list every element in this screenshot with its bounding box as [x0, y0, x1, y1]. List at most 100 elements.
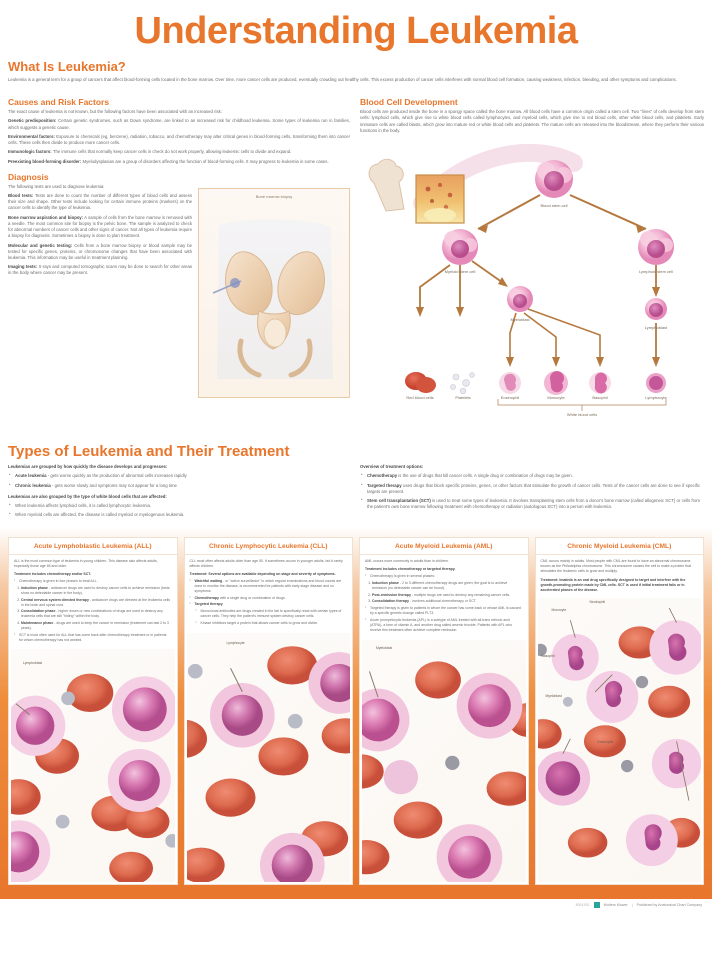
panel-all-step: Consolidation phase - higher doses or ne… — [21, 609, 172, 619]
treatment-item: Chemotherapy is the use of drugs that ki… — [360, 472, 700, 479]
label-red-blood-cells: Red blood cells — [406, 395, 434, 401]
panel-cml-treat-lead: Treatment: Imatinib is an oral drug spec… — [540, 578, 686, 593]
femur-bone — [368, 158, 405, 212]
types-section: Types of Leukemia and Their Treatment Le… — [0, 437, 712, 521]
panel-all-title: Acute Lymphoblastic Leukemia (ALL) — [9, 538, 177, 556]
right-column: Blood Cell Development Blood cells are p… — [360, 90, 704, 437]
panel-aml-micrograph: Myeloblast — [362, 639, 526, 883]
panel-cll: Chronic Lymphocytic Leukemia (CLL) CLL m… — [183, 537, 353, 886]
label-blood-stem-cell: Blood stem cell — [540, 203, 568, 209]
myeloid-stem-cell-icon — [442, 229, 478, 266]
panel-all-intro: ALL is the most common type of leukemia … — [14, 559, 158, 569]
rbc-group — [537, 626, 700, 858]
label-myeloid-stem-cell: Myeloid stem cell — [444, 269, 476, 275]
label-basophil: Basophil — [592, 395, 608, 401]
diagnosis-item: Molecular and genetic testing: Cells fro… — [8, 243, 350, 262]
causes-heading: Causes and Risk Factors — [8, 97, 110, 108]
intro-text: Leukemia is a general term for a group o… — [8, 77, 677, 82]
diagnosis-item-term: Bone marrow aspiration and biopsy: — [8, 214, 84, 220]
types-heading: Types of Leukemia and Their Treatment — [8, 443, 290, 461]
panel-all-body: ALL is the most common type of leukemia … — [9, 555, 177, 646]
panel-aml-tail-bullet: Targeted therapy is given to patients in… — [365, 605, 523, 616]
treatment-lead: Overview of treatment options: — [360, 464, 424, 470]
cll-micrograph-svg — [186, 645, 350, 883]
platelet-group — [55, 691, 175, 849]
monocyte-icon — [544, 371, 568, 396]
cml-micrograph-svg — [537, 607, 701, 867]
blood-development-heading: Blood Cell Development — [360, 97, 458, 108]
causes-item: Genetic predisposition: Certain genetic … — [8, 118, 350, 130]
lymphocyte-icon — [646, 373, 666, 394]
causes-item: Preexisting blood-forming disorder: Myel… — [8, 159, 350, 165]
panel-cll-subbullet: Monoclonal antibodies are drugs created … — [196, 608, 348, 619]
causes-item-text: Certain genetic syndromes, such as Down … — [8, 118, 350, 130]
diagnosis-item-term: Blood tests: — [8, 192, 34, 198]
lymphoblast-icon — [645, 298, 667, 321]
micro-label-eosinophil: Eosinophil — [597, 740, 614, 745]
micro-label-lymphoblast: Lymphoblast — [23, 661, 43, 666]
panel-aml-title: Acute Myeloid Leukemia (AML) — [360, 538, 528, 556]
lymphocyte-group — [209, 651, 350, 883]
platelet-group — [445, 755, 460, 770]
panel-cll-intro: CLL most often affects adults older than… — [189, 559, 343, 569]
panel-cml: Chronic Myeloid Leukemia (CML) CML occur… — [534, 537, 704, 886]
panel-aml-step: Post-remission therapy - multiple drugs … — [372, 593, 523, 598]
diagnosis-item-text: X-rays and computed tomographic scans ma… — [8, 264, 192, 276]
panel-cml-intro: CML occurs mainly in adults. Most people… — [540, 559, 692, 574]
panel-cll-bullet: Watchful waiting - or "active surveillan… — [190, 578, 348, 594]
label-platelets: Platelets — [455, 395, 471, 401]
panel-aml-bullet: Chemotherapy is given in several phases: — [365, 573, 523, 579]
panel-all-step: Induction phase - anticancer drugs are u… — [21, 586, 172, 596]
grouping-item-text: When leukemia affects lymphoid cells, it… — [15, 502, 152, 508]
blood-cell-development-diagram: Blood stem cell Myeloid stem cell Lympho… — [360, 137, 704, 437]
treatment-item: Targeted therapy uses drugs that block s… — [360, 481, 700, 495]
leukemia-types-panel-strip: Acute Lymphoblastic Leukemia (ALL) ALL i… — [0, 527, 712, 900]
left-column: Causes and Risk Factors The exact cause … — [8, 90, 350, 437]
panel-cll-micrograph: Lymphocyte — [186, 632, 350, 883]
aml-micrograph-svg — [362, 660, 526, 883]
causes-lead: The exact cause of leukemia is not known… — [8, 109, 223, 115]
treatment-item-text: is used to treat some types of leukemia.… — [367, 497, 701, 510]
panel-aml: Acute Myeloid Leukemia (AML) AML occurs … — [359, 537, 529, 886]
grouping-item: When myeloid cells are affected, the dis… — [8, 511, 348, 518]
grouping-item-text: - gets worse slowly and symptoms may not… — [50, 482, 177, 488]
footer-published-by: Published by Anatomical Chart Company — [636, 903, 702, 908]
causes-item-term: Genetic predisposition: — [8, 118, 57, 124]
platelet-group — [187, 663, 303, 729]
micro-label-basophil: Basophil — [541, 654, 555, 659]
grouping-item-term: Chronic leukemia — [15, 482, 51, 488]
label-eosinophil: Eosinophil — [500, 395, 520, 401]
panel-aml-body: AML occurs more commonly in adults than … — [360, 555, 528, 636]
grouping-lead-2: Leukemias are also grouped by the type o… — [8, 493, 167, 499]
wolters-kluwer-logo-icon — [593, 902, 600, 909]
label-myeloblast: Myeloblast — [510, 317, 530, 323]
panel-aml-step: Induction phase - 2 to 3 different chemo… — [372, 581, 523, 591]
platelet-group — [537, 643, 648, 773]
treatment-item-term: Stem cell transplantation (SCT) — [367, 497, 431, 503]
panel-cll-treat-lead: Treatment: Several options are available… — [189, 572, 336, 577]
types-grouping-column: Leukemias are grouped by how quickly the… — [8, 464, 348, 521]
footer: 8001931 Wolters Kluwer | Published by An… — [0, 899, 712, 909]
diagnosis-item-term: Molecular and genetic testing: — [8, 242, 73, 248]
lymphoid-stem-cell-icon — [638, 229, 674, 266]
blood-stem-cell-icon — [535, 160, 573, 199]
treatment-item: Stem cell transplantation (SCT) is used … — [360, 497, 701, 510]
panel-all: Acute Lymphoblastic Leukemia (ALL) ALL i… — [8, 537, 178, 886]
intro-heading: What Is Leukemia? — [8, 59, 126, 74]
diagnosis-item: Bone marrow aspiration and biopsy: A sam… — [8, 215, 350, 240]
panel-all-step: Maintenance phase - drugs are used to ke… — [21, 621, 172, 631]
grouping-item: Acute leukemia - gets worse quickly as t… — [8, 472, 348, 479]
treatment-item-text: uses drugs that block specific proteins,… — [367, 482, 700, 494]
grouping-item: When leukemia affects lymphoid cells, it… — [8, 502, 348, 509]
causes-item-term: Immunologic factors: — [8, 149, 52, 155]
panel-aml-step: Consolidation therapy - involves additio… — [372, 599, 523, 604]
rbc-group — [362, 660, 526, 874]
label-lymphoid-stem-cell: Lymphoid stem cell — [638, 269, 674, 275]
causes-item-term: Environmental factors: — [8, 133, 55, 139]
myeloblast-group — [362, 672, 523, 883]
micro-label-myeloblast: Myeloblast — [545, 694, 562, 699]
label-lymphocyte: Lymphocyte — [645, 395, 667, 401]
panel-cll-body: CLL most often affects adults older than… — [185, 555, 353, 629]
platelets-icon — [450, 372, 475, 395]
panel-cll-bullet: Chemotherapy with a single drug or combi… — [190, 595, 348, 601]
